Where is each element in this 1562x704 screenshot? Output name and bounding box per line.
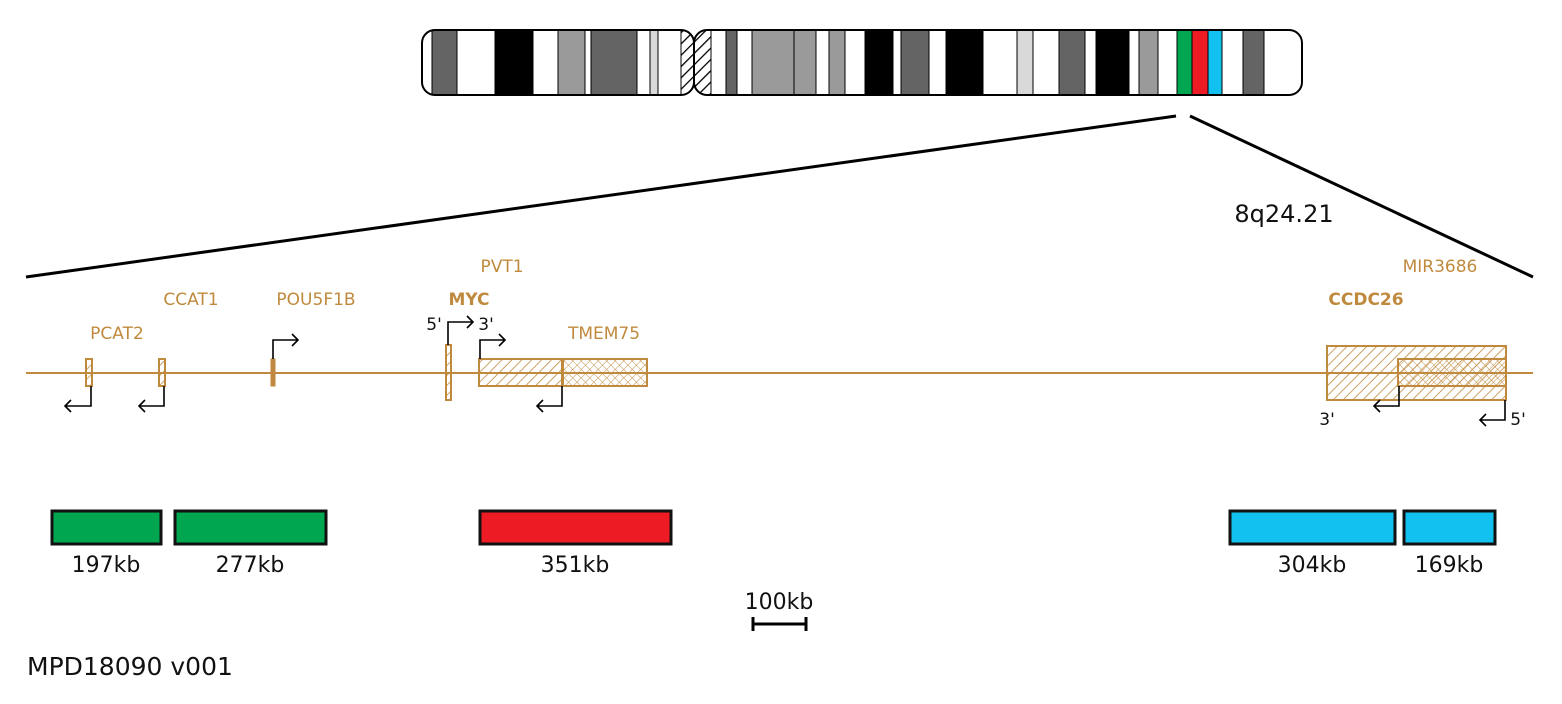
myc-3prime-label: 3' (478, 315, 494, 335)
gene-pcat2 (63, 358, 93, 413)
chromosome-band (983, 30, 1017, 95)
chromosome-band (591, 30, 637, 95)
ccdc26-5prime-label: 5' (1510, 410, 1526, 430)
region-size-label: 304kb (1278, 553, 1347, 578)
chromosome-band (1033, 30, 1059, 95)
gene-label-pvt1: PVT1 (480, 257, 523, 277)
gene-ccat1 (137, 358, 166, 413)
region-bar (173, 509, 328, 546)
chromosome-band (794, 30, 816, 95)
chromosome-band (1208, 30, 1222, 95)
scale-bar-line (751, 617, 808, 631)
chromosome-band (1177, 30, 1192, 95)
chromosome-band (1158, 30, 1177, 95)
chromosome-p-arm (422, 30, 694, 95)
chromosome-band (1192, 30, 1208, 95)
chromosome-band (865, 30, 893, 95)
region-bar (1228, 509, 1397, 546)
gene-label-ccat1: CCAT1 (163, 290, 218, 310)
chromosome-band (1017, 30, 1033, 95)
chromosome-band (711, 30, 726, 95)
chromosome-q-arm (694, 30, 1302, 95)
gene-label-pcat2: PCAT2 (90, 324, 144, 344)
region-bar (50, 509, 163, 546)
chromosome-band (845, 30, 865, 95)
gene-box-pvt1 (478, 358, 564, 387)
chromosome-band (752, 30, 794, 95)
gene-pou5f1b (270, 333, 300, 387)
chromosome-band (829, 30, 845, 95)
gene-label-ccdc26: CCDC26 (1328, 290, 1403, 310)
chromosome-band (1085, 30, 1096, 95)
chromosome-band (946, 30, 983, 95)
gene-box-ccat1 (158, 358, 166, 387)
myc-5prime-label: 5' (426, 315, 442, 335)
arrow-left-icon (137, 386, 165, 413)
gene-label-myc: MYC (448, 290, 489, 310)
arrow-left-icon (63, 386, 92, 413)
band-label: 8q24.21 (1234, 200, 1333, 228)
chromosome-band (1129, 30, 1139, 95)
chromosome-band (422, 30, 432, 95)
chromosome-band (658, 30, 681, 95)
gene-ccdc26: 3' 5' (1319, 345, 1526, 430)
gene-label-pou5f1b: POU5F1B (276, 290, 355, 310)
chromosome-band (585, 30, 591, 95)
arrow-right-icon (447, 315, 475, 345)
chromosome-band (929, 30, 946, 95)
zoom-line-left (25, 114, 1177, 279)
arrow-left-icon (535, 386, 563, 413)
scale-bar: 100kb (745, 590, 814, 631)
region-size-label: 197kb (72, 553, 141, 578)
region-bars: 197kb 277kb 351kb 304kb 169kb (50, 509, 1497, 578)
chromosome-band (650, 30, 658, 95)
scale-bar-label: 100kb (745, 590, 814, 615)
gene-box-myc (445, 344, 452, 401)
region-size-label: 169kb (1415, 553, 1484, 578)
chromosome-band (1264, 30, 1302, 95)
chromosome-band (901, 30, 929, 95)
chromosome-band (726, 30, 737, 95)
region-bar (1402, 509, 1497, 546)
chromosome-band (533, 30, 558, 95)
chromosome-band (893, 30, 901, 95)
gene-tmem75 (535, 358, 648, 413)
gene-box-mir3686 (1397, 358, 1507, 387)
chromosome-band (1222, 30, 1243, 95)
chromosome-band (694, 30, 711, 95)
region-size-label: 277kb (216, 553, 285, 578)
arrow-right-icon (272, 333, 300, 359)
region-size-label: 351kb (541, 553, 610, 578)
chromosome-band (1096, 30, 1129, 95)
chromosome-ideogram (421, 29, 1303, 96)
gene-pvt1 (478, 333, 564, 387)
chromosome-band (1059, 30, 1085, 95)
gene-box-pcat2 (85, 358, 93, 387)
chromosome-band (681, 30, 694, 95)
ccdc26-3prime-label: 3' (1319, 410, 1335, 430)
chromosome-band (637, 30, 650, 95)
gene-myc: 5' 3' (426, 315, 494, 401)
region-bar (478, 509, 673, 546)
chromosome-band (432, 30, 457, 95)
arrow-left-icon (1478, 400, 1506, 427)
gene-label-tmem75: TMEM75 (567, 324, 640, 344)
chromosome-band (558, 30, 585, 95)
arrow-right-icon (479, 333, 507, 359)
gene-label-mir3686: MIR3686 (1403, 257, 1478, 277)
gene-box-tmem75 (561, 358, 648, 387)
chromosome-band (495, 30, 533, 95)
chromosome-band (1243, 30, 1264, 95)
chromosome-band (457, 30, 495, 95)
zoom-line-right (1189, 114, 1534, 279)
chromosome-band (816, 30, 829, 95)
arrow-left-icon (1372, 386, 1400, 413)
chromosome-band (737, 30, 752, 95)
chromosome-band (1139, 30, 1158, 95)
q-arm-outline (693, 29, 1303, 96)
gene-box-pou5f1b (270, 358, 276, 387)
diagram-id-label: MPD18090 v001 (27, 652, 233, 681)
